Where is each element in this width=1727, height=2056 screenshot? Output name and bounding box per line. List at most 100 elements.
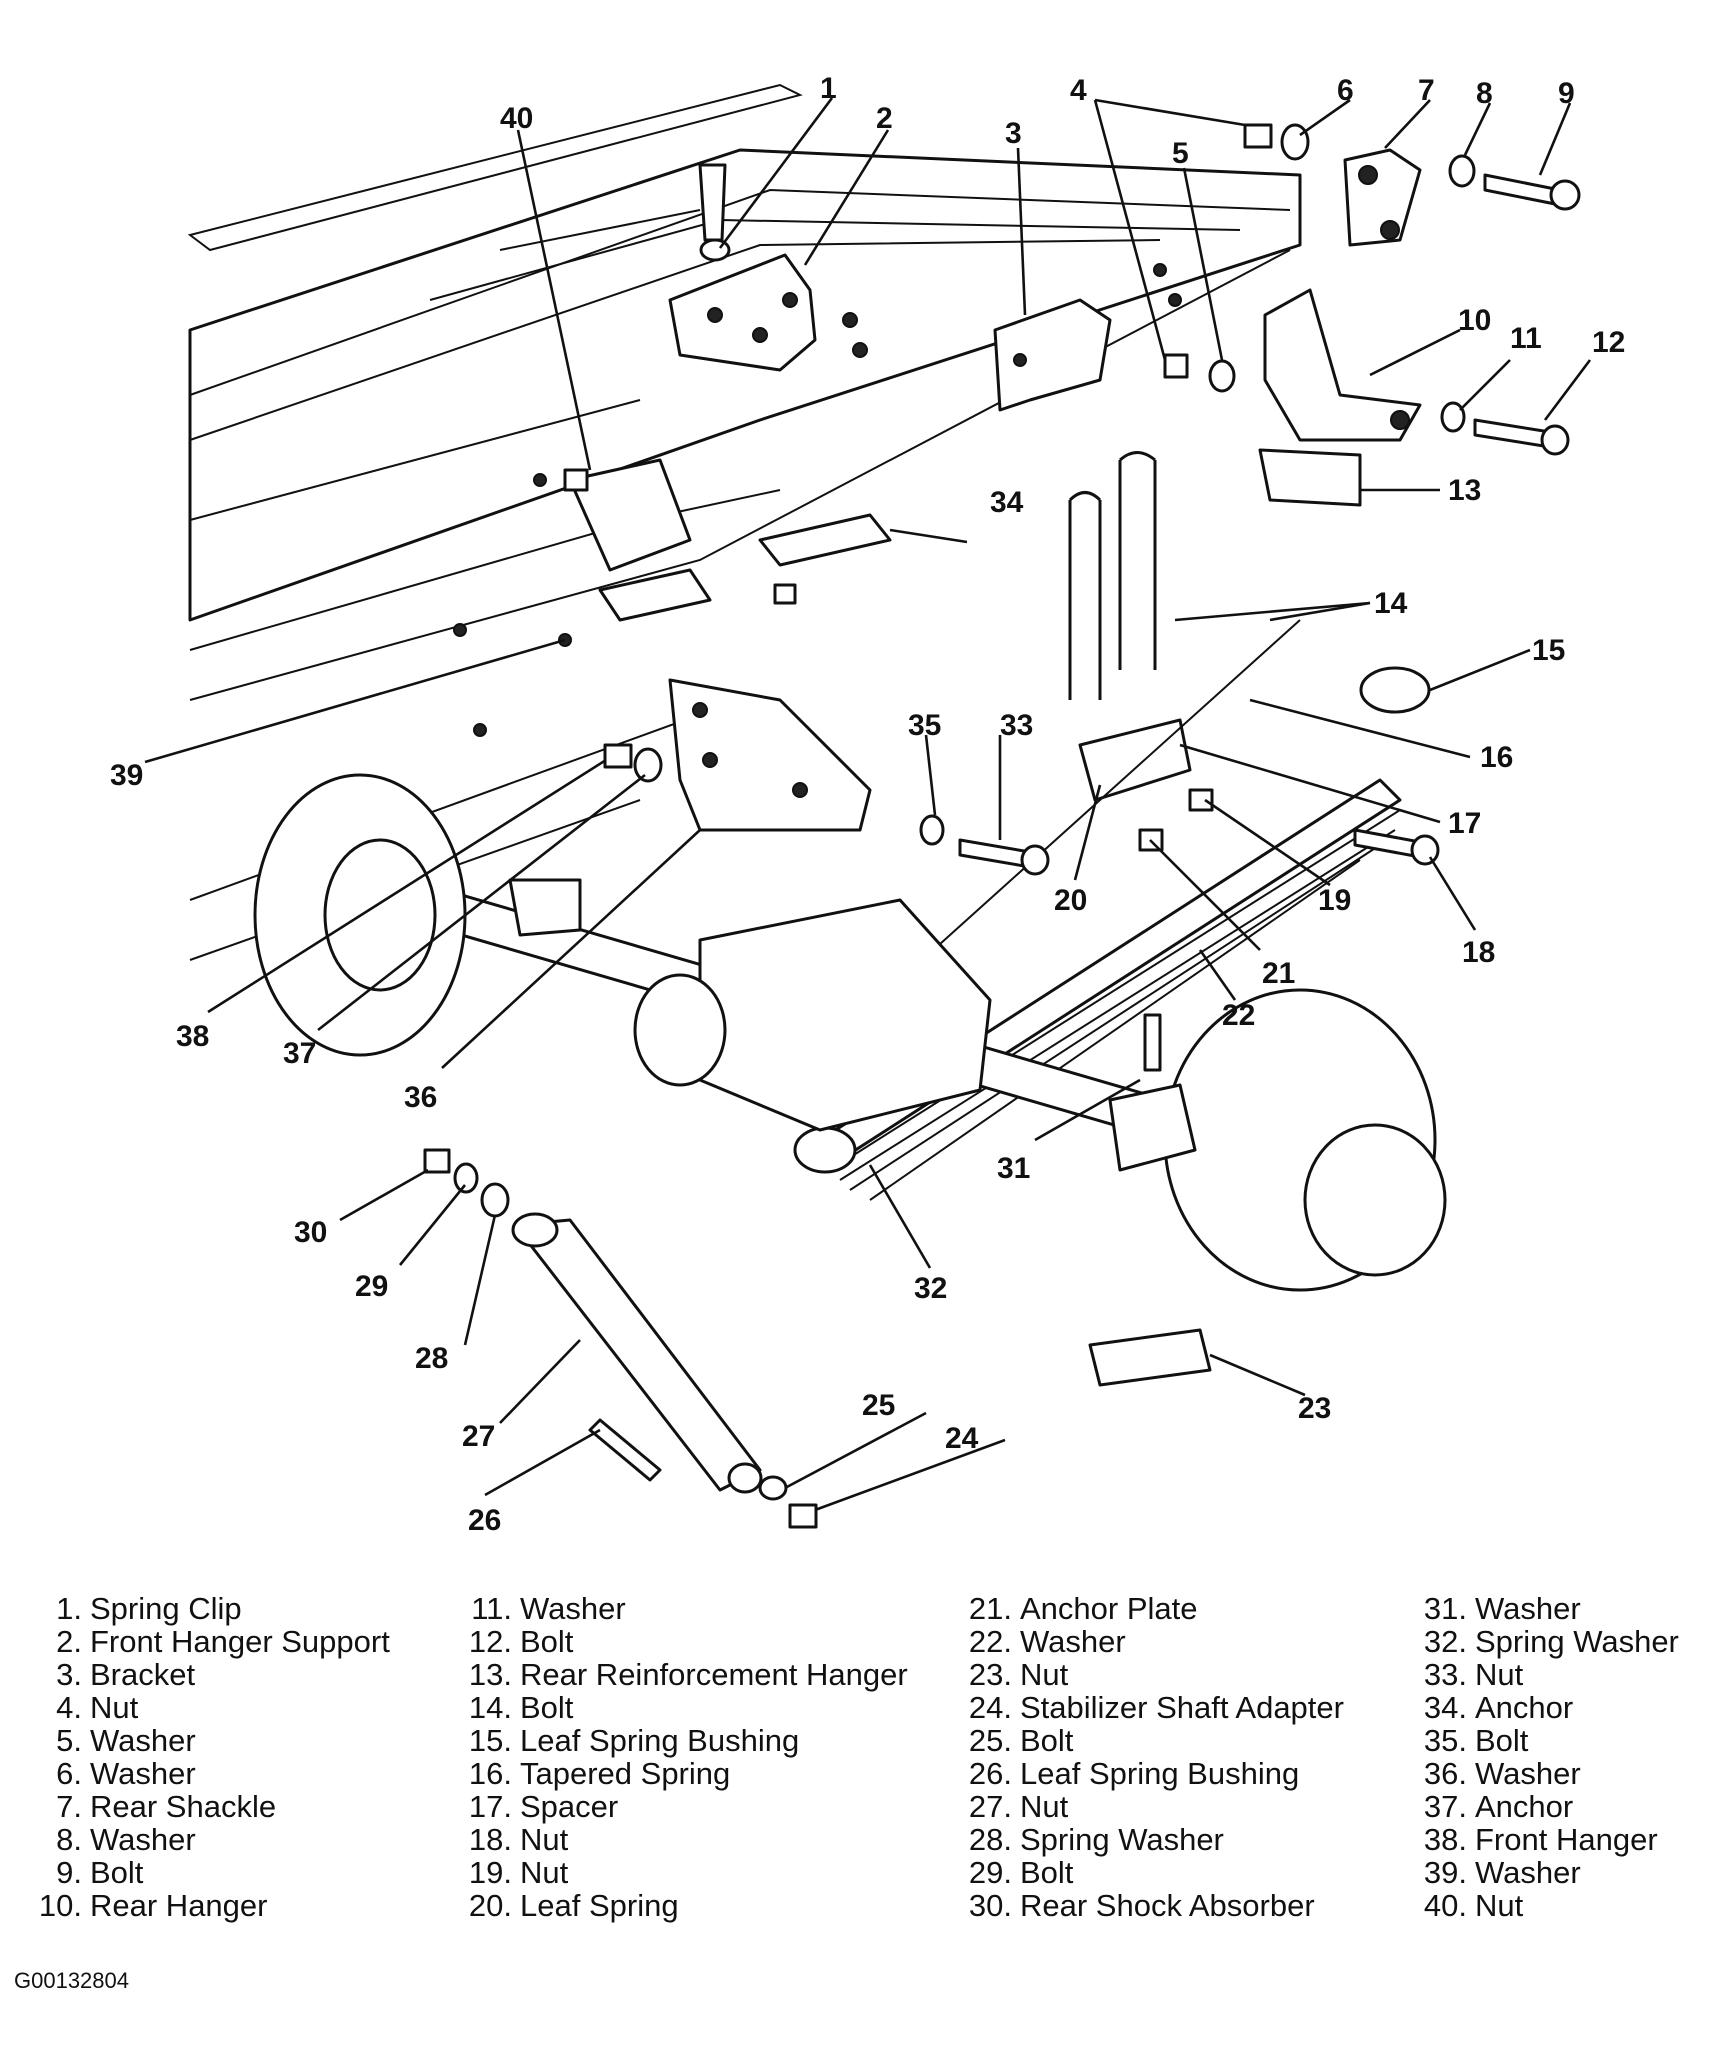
callout-10: 10 [1458, 304, 1491, 337]
legend-item: 38.Front Hanger [1423, 1822, 1658, 1857]
small-bracket-left [568, 458, 712, 622]
legend-item: 23.Nut [968, 1657, 1069, 1692]
leader-lines [144, 97, 1592, 1512]
legend-item: 14.Bolt [468, 1690, 574, 1725]
anchor-plate-upper [758, 513, 892, 567]
legend-item: 35.Bolt [1423, 1723, 1529, 1758]
legend-item: 6.Washer [56, 1756, 196, 1791]
callout-31: 31 [997, 1152, 1030, 1185]
callout-34: 34 [990, 486, 1024, 519]
callout-26: 26 [468, 1504, 501, 1537]
callout-22: 22 [1222, 999, 1255, 1032]
parts-legend: 1.Spring Clip 2.Front Hanger Support 3.B… [14, 1592, 1714, 1922]
callout-15: 15 [1532, 634, 1565, 667]
legend-item: 20.Leaf Spring [468, 1888, 679, 1923]
legend-item: 16.Tapered Spring [468, 1756, 731, 1791]
rear-hanger [1263, 288, 1422, 442]
callout-6: 6 [1337, 74, 1354, 107]
legend-item: 37.Anchor [1423, 1789, 1574, 1824]
u-bolts [1068, 451, 1157, 700]
legend-item: 36.Washer [1423, 1756, 1581, 1791]
legend-item: 9.Bolt [56, 1855, 144, 1890]
legend-item: 30.Rear Shock Absorber [968, 1888, 1315, 1923]
callout-25: 25 [862, 1389, 895, 1422]
callout-39: 39 [110, 759, 143, 792]
callout-8: 8 [1476, 77, 1493, 110]
rear-shackle [1343, 148, 1422, 247]
callout-38: 38 [176, 1020, 209, 1053]
tapered-spring [899, 619, 1301, 981]
callout-11: 11 [1510, 322, 1542, 355]
legend-item: 29.Bolt [968, 1855, 1074, 1890]
legend-item: 31.Washer [1423, 1591, 1581, 1626]
legend-item: 19.Nut [468, 1855, 569, 1890]
callout-14: 14 [1374, 587, 1408, 620]
bracket [993, 298, 1112, 412]
legend-column-2: 11.Washer 12.Bolt 13.Rear Reinforcement … [444, 1592, 908, 1922]
callout-4: 4 [1070, 74, 1087, 107]
legend-item: 22.Washer [968, 1624, 1126, 1659]
callout-19: 19 [1318, 884, 1351, 917]
legend-item: 33.Nut [1423, 1657, 1524, 1692]
callout-17: 17 [1448, 807, 1481, 840]
legend-item: 11.Washer [471, 1591, 626, 1626]
legend-column-3: 21.Anchor Plate 22.Washer 23.Nut 24.Stab… [944, 1592, 1344, 1922]
legend-item: 40.Nut [1423, 1888, 1524, 1923]
legend-column-4: 31.Washer 32.Spring Washer 33.Nut 34.Anc… [1399, 1592, 1679, 1922]
legend-item: 28.Spring Washer [968, 1822, 1224, 1857]
callout-30: 30 [294, 1216, 327, 1249]
legend-item: 21.Anchor Plate [968, 1591, 1198, 1626]
callout-33: 33 [1000, 709, 1033, 742]
fasteners [423, 123, 1581, 1529]
front-hanger [668, 678, 872, 832]
legend-item: 26.Leaf Spring Bushing [968, 1756, 1300, 1791]
callout-3: 3 [1005, 117, 1022, 150]
rear-reinforcement-hanger [1258, 448, 1362, 507]
shock-absorber [511, 1212, 763, 1494]
callout-36: 36 [404, 1081, 437, 1114]
callout-13: 13 [1448, 474, 1481, 507]
callout-37: 37 [283, 1037, 316, 1070]
legend-item: 15.Leaf Spring Bushing [468, 1723, 800, 1758]
callout-27: 27 [462, 1420, 495, 1453]
callout-21: 21 [1262, 957, 1295, 990]
legend-item: 10.Rear Hanger [38, 1888, 268, 1923]
callout-16: 16 [1480, 741, 1513, 774]
legend-item: 2.Front Hanger Support [56, 1624, 390, 1659]
callout-1: 1 [820, 72, 837, 105]
suspension-exploded-diagram: 1 2 3 4 5 6 7 8 9 10 11 12 13 14 15 16 1… [110, 72, 1625, 1537]
legend-item: 4.Nut [56, 1690, 139, 1725]
callout-24: 24 [945, 1422, 979, 1455]
callout-40: 40 [500, 102, 533, 135]
legend-item: 18.Nut [468, 1822, 569, 1857]
callout-5: 5 [1172, 137, 1189, 170]
legend-item: 17.Spacer [468, 1789, 619, 1824]
callout-2: 2 [876, 102, 893, 135]
callout-23: 23 [1298, 1392, 1331, 1425]
legend-column-1: 1.Spring Clip 2.Front Hanger Support 3.B… [14, 1592, 390, 1922]
legend-item: 7.Rear Shackle [56, 1789, 277, 1824]
legend-item: 39.Washer [1423, 1855, 1581, 1890]
legend-item: 25.Bolt [968, 1723, 1074, 1758]
callout-28: 28 [415, 1342, 448, 1375]
legend-item: 34.Anchor [1423, 1690, 1574, 1725]
legend-item: 32.Spring Washer [1423, 1624, 1679, 1659]
callout-12: 12 [1592, 326, 1625, 359]
callout-32: 32 [914, 1272, 947, 1305]
callout-7: 7 [1418, 74, 1435, 107]
front-hanger-support [668, 253, 817, 372]
legend-item: 5.Washer [56, 1723, 196, 1758]
legend-item: 27.Nut [968, 1789, 1069, 1824]
legend-item: 12.Bolt [468, 1624, 574, 1659]
legend-item: 1.Spring Clip [56, 1591, 242, 1626]
legend-item: 24.Stabilizer Shaft Adapter [968, 1690, 1344, 1725]
callout-18: 18 [1462, 936, 1495, 969]
axle-assembly [253, 773, 1447, 1292]
callout-29: 29 [355, 1270, 388, 1303]
callout-35: 35 [908, 709, 941, 742]
callout-20: 20 [1054, 884, 1087, 917]
legend-item: 13.Rear Reinforcement Hanger [468, 1657, 908, 1692]
legend-item: 3.Bracket [56, 1657, 196, 1692]
callout-labels: 1 2 3 4 5 6 7 8 9 10 11 12 13 14 15 16 1… [110, 72, 1625, 1537]
figure-id: G00132804 [14, 1968, 129, 1993]
